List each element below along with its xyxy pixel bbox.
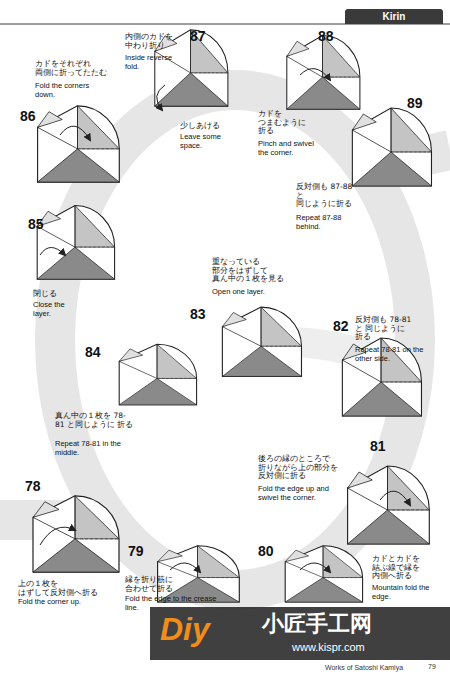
step-number: 81: [370, 438, 386, 454]
step-number: 78: [25, 478, 41, 494]
watermark-name: 小匠手工网: [262, 611, 372, 636]
instruction-jp: 内側のカドを 中わり折り: [125, 33, 185, 50]
step-number: 89: [407, 95, 423, 111]
step-number: 83: [190, 306, 206, 322]
step-number: 88: [318, 28, 334, 44]
instruction-en: Fold the edge up and swivel the corner.: [258, 485, 350, 502]
watermark-url: www.kispr.com: [292, 641, 365, 654]
instruction-en: Fold the corner up.: [18, 598, 113, 607]
instruction-jp: 縁を折り筋に 合わせて折る: [125, 576, 190, 593]
step-number: 86: [20, 108, 36, 124]
instruction-jp: カドを つまむように 折る: [258, 110, 306, 136]
instruction-jp: カドをそれぞれ 両側に折ってたたむ: [35, 60, 115, 77]
page-number: 79: [428, 663, 436, 671]
instruction-en: Close the layer.: [33, 301, 78, 318]
instruction-jp: カドとカドを 結ぶ線で縁を 内側へ折る: [372, 555, 437, 581]
instruction-en: Pinch and swivel the corner.: [258, 140, 320, 157]
instruction-jp: 上の１枚を はずして反対側へ折る: [18, 580, 113, 597]
page-title: Kirin: [345, 9, 443, 24]
instruction-jp: 閉じる: [33, 290, 57, 299]
instruction-en: Repeat 87-88 behind.: [296, 214, 356, 231]
watermark-logo: Diy: [160, 611, 210, 648]
step-number: 80: [258, 543, 274, 559]
step-number: 79: [128, 543, 144, 559]
note-jp: 少しあける: [180, 122, 220, 131]
note-en: Leave some space.: [180, 133, 230, 150]
instruction-en: Repeat 78-81 on the other side.: [355, 346, 440, 363]
step-number: 87: [190, 28, 206, 44]
instruction-jp: 反対側も 78-81 と 同じように 折る: [355, 316, 421, 342]
footer-credit: Works of Satoshi Kamiya: [325, 664, 403, 672]
instruction-jp: 反対側も 87-88 と 同じように折る: [296, 183, 354, 209]
instruction-jp: 重なっている 部分をはずして 真ん中の１枚を見る: [212, 258, 294, 284]
step-number: 85: [28, 216, 44, 232]
instruction-jp: 真ん中の１枚を 78-81 と同じように 折る: [55, 412, 135, 429]
instruction-en: Repeat 78-81 in the middle.: [55, 440, 140, 457]
instruction-en: Fold the corners down.: [35, 82, 110, 99]
instruction-en: Inside reverse fold.: [125, 54, 180, 71]
instruction-jp: 後ろの縁のところで 折りながら上の部分を 反対側に折る: [258, 455, 350, 481]
instruction-en: Open one layer.: [212, 288, 282, 297]
instruction-en: Fold the edge to the crease line.: [125, 595, 220, 612]
step-number: 84: [85, 344, 101, 360]
step-number: 82: [333, 318, 349, 334]
instruction-en: Mountain fold the edge.: [372, 584, 442, 601]
